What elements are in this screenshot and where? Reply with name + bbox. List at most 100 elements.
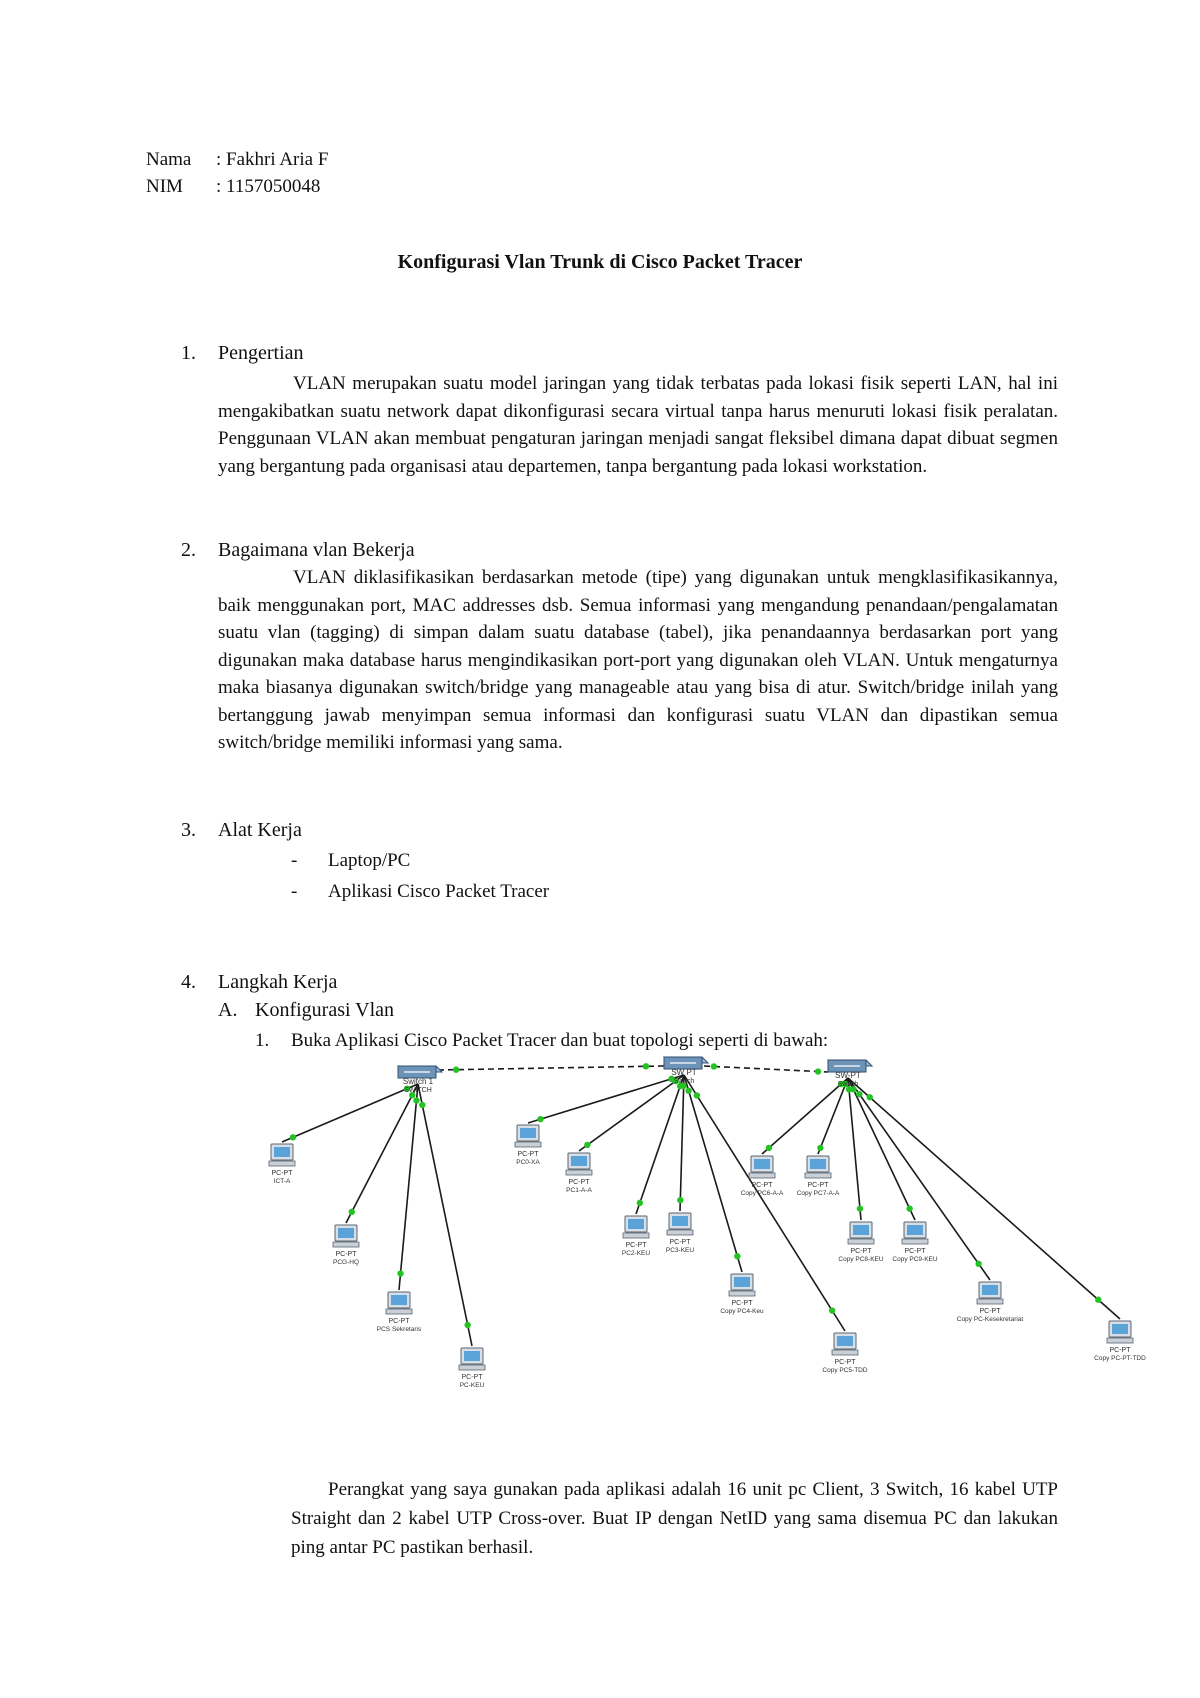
link-port-dot <box>677 1196 684 1204</box>
link-port-dot <box>409 1091 416 1099</box>
list-bullet: - <box>291 881 298 902</box>
straight-link <box>847 1077 991 1281</box>
device-label: Copy PC-PT-TDD <box>1094 1355 1146 1362</box>
device-label: SW PT <box>671 1068 696 1077</box>
straight-link <box>679 1074 685 1212</box>
straight-link <box>635 1074 685 1215</box>
section-heading: Alat Kerja <box>218 819 302 841</box>
section-heading: Langkah Kerja <box>218 971 338 993</box>
device-label: ICT-A <box>274 1178 291 1185</box>
device-label: SW-PT <box>835 1071 861 1080</box>
device-label: PC-PT <box>569 1179 591 1186</box>
device-label: Copy PC5-TDD <box>822 1367 867 1374</box>
device-label: PC-PT <box>980 1308 1002 1315</box>
device-label: PC-PT <box>336 1251 358 1258</box>
section-number: 1. <box>181 342 196 364</box>
device-label: Copy PC6-A-A <box>741 1190 784 1197</box>
straight-link <box>578 1074 685 1152</box>
straight-link <box>847 1077 1121 1320</box>
subsection-letter: A. <box>218 999 238 1021</box>
device-label: Copy PC-Kesekretariat <box>957 1316 1024 1323</box>
device-label: Switch <box>838 1081 859 1088</box>
device-label: PCG-HQ <box>333 1259 359 1266</box>
link-port-dot <box>464 1321 471 1329</box>
pc-icon <box>748 1155 776 1179</box>
pc-icon <box>514 1124 542 1148</box>
link-port-dot <box>814 1068 822 1075</box>
device-label: Copy PC4-Keu <box>720 1308 764 1315</box>
step-text: Buka Aplikasi Cisco Packet Tracer dan bu… <box>291 1030 829 1051</box>
straight-link <box>761 1077 849 1155</box>
device-label: PC-PT <box>851 1248 873 1255</box>
pc-icon <box>1106 1320 1134 1344</box>
link-port-dot <box>672 1077 679 1085</box>
device-label: PC-PT <box>732 1300 754 1307</box>
pc-icon <box>458 1347 486 1371</box>
straight-link <box>817 1077 849 1155</box>
device-label: PC-PT <box>808 1182 830 1189</box>
name-value: : Fakhri Aria F <box>216 149 329 170</box>
link-port-dot <box>842 1080 849 1088</box>
section-number: 4. <box>181 971 196 993</box>
straight-link <box>527 1074 685 1124</box>
link-port-dot <box>685 1087 692 1094</box>
link-port-dot <box>636 1199 644 1207</box>
list-item: Aplikasi Cisco Packet Tracer <box>328 881 550 902</box>
link-port-dot <box>906 1205 913 1212</box>
link-port-dot <box>537 1115 544 1123</box>
crossover-link <box>703 1065 829 1073</box>
device-label: Copy PC7-A-A <box>797 1190 840 1197</box>
pc-icon <box>804 1155 832 1179</box>
straight-link <box>417 1083 473 1347</box>
straight-link <box>281 1083 419 1143</box>
link-port-dot <box>397 1270 404 1277</box>
section-number: 3. <box>181 819 196 841</box>
link-port-dot <box>403 1085 411 1092</box>
link-port-dot <box>710 1063 718 1070</box>
link-port-dot <box>765 1144 773 1152</box>
device-label: Copy PC8-KEU <box>838 1256 883 1263</box>
straight-link <box>345 1083 419 1224</box>
device-label: PC-PT <box>1110 1347 1132 1354</box>
section-body: VLAN diklasifikasikan berdasarkan metode… <box>218 567 1058 753</box>
link-port-dot <box>680 1082 687 1090</box>
link-port-dot <box>289 1134 297 1141</box>
link-port-dot <box>1095 1296 1102 1303</box>
link-port-dot <box>642 1063 650 1070</box>
link-port-dot <box>584 1141 591 1149</box>
link-port-dot <box>856 1090 863 1098</box>
link-port-dot <box>452 1066 460 1073</box>
pc-icon <box>728 1273 756 1297</box>
link-port-dot <box>348 1208 355 1216</box>
pc-icon <box>831 1332 859 1356</box>
nim-value: : 1157050048 <box>216 176 321 197</box>
link-port-dot <box>419 1101 426 1109</box>
straight-link <box>847 1077 862 1221</box>
name-label: Nama <box>146 149 192 170</box>
device-label: PC2-KEU <box>622 1250 650 1257</box>
device-label: PCS Sekretaris <box>377 1326 422 1333</box>
section-number: 2. <box>181 539 196 561</box>
page-title: Konfigurasi Vlan Trunk di Cisco Packet T… <box>397 251 803 273</box>
link-port-dot <box>837 1080 845 1088</box>
device-label: PC1-A-A <box>566 1187 592 1194</box>
section-body: VLAN merupakan suatu model jaringan yang… <box>218 373 1058 477</box>
link-port-dot <box>850 1086 857 1093</box>
pc-icon <box>666 1212 694 1236</box>
subsection-heading: Konfigurasi Vlan <box>255 999 395 1021</box>
list-item: Laptop/PC <box>328 850 411 871</box>
pc-icon <box>847 1221 875 1245</box>
pc-icon <box>332 1224 360 1248</box>
straight-link <box>683 1074 846 1332</box>
switch-icon <box>396 1065 444 1079</box>
device-label: PC3-KEU <box>666 1247 694 1254</box>
device-label: PC-PT <box>626 1242 648 1249</box>
straight-link <box>398 1083 419 1291</box>
pc-icon <box>565 1152 593 1176</box>
section-heading: Pengertian <box>218 342 304 364</box>
step-number: 1. <box>255 1030 270 1051</box>
pc-icon <box>976 1281 1004 1305</box>
device-label: PC-PT <box>518 1151 540 1158</box>
list-bullet: - <box>291 850 298 871</box>
